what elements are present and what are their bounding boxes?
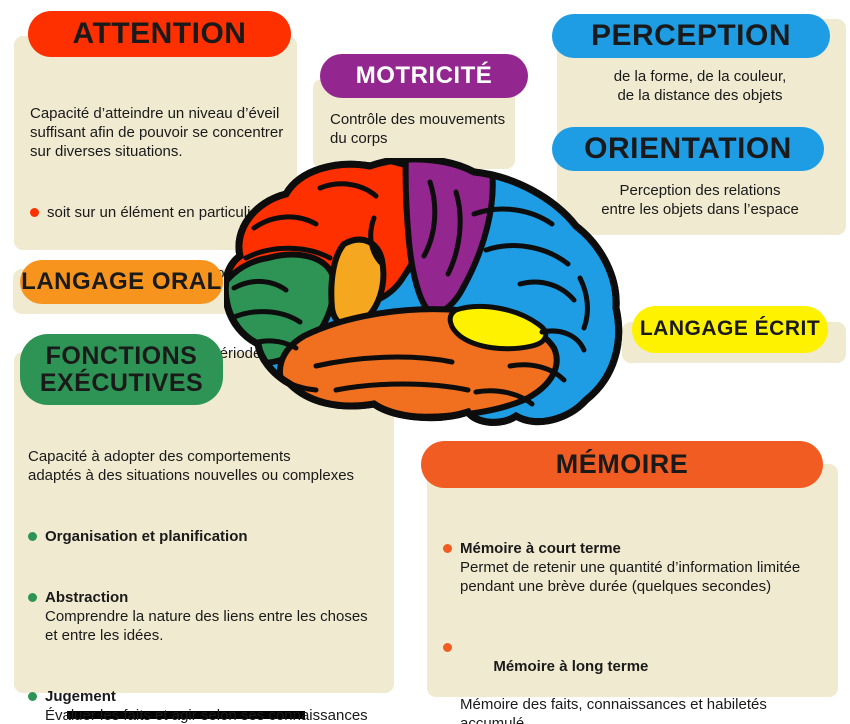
bullet-dot-icon (28, 532, 37, 541)
fe-intro: Capacité à adopter des comportements ada… (28, 448, 355, 484)
bullet-dot-icon (443, 544, 452, 553)
memoire-title: MÉMOIRE (421, 441, 823, 488)
bullet-dot-icon (28, 593, 37, 602)
footer-black-bar (67, 711, 305, 719)
memoire-panel (427, 464, 838, 697)
perception-body: de la forme, de la couleur, de la distan… (613, 68, 787, 104)
langage-ecrit-title: LANGAGE ÉCRIT (632, 306, 828, 353)
bullet-dot-icon (30, 208, 39, 217)
attention-title: ATTENTION (28, 11, 291, 57)
brain-gyri-lines (229, 179, 590, 409)
fonctions-executives-title: FONCTIONS EXÉCUTIVES (20, 334, 223, 405)
memoire-item-2: Mémoire à long terme Mémoire des faits, … (443, 638, 831, 724)
langage-oral-title: LANGAGE ORAL (20, 260, 223, 304)
orientation-body: Perception des relations entre les objet… (601, 182, 799, 218)
fonctions-executives-body: Capacité à adopter des comportements ada… (28, 409, 386, 724)
brain-region-langage-ecrit (447, 303, 549, 352)
orientation-title: ORIENTATION (552, 127, 824, 171)
brain-illustration (224, 158, 623, 426)
bullet-dot-icon (443, 643, 452, 652)
brain-outline (224, 158, 623, 426)
perception-title: PERCEPTION (552, 14, 830, 58)
bullet-dot-icon (28, 692, 37, 701)
fonctions-executives-panel (14, 352, 394, 693)
fe-item-1: Organisation et planification (28, 527, 386, 546)
motricite-body: Contrôle des mouvements du corps (330, 111, 506, 147)
attention-intro: Capacité d’atteindre un niveau d’éveil s… (30, 105, 284, 160)
motricite-title: MOTRICITÉ (320, 54, 528, 98)
